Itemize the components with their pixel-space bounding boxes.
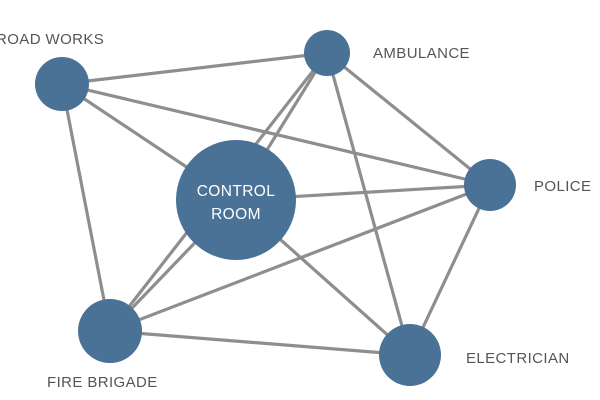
node-police xyxy=(464,159,516,211)
label-control-room-line-2: ROOM xyxy=(211,206,261,223)
label-ambulance: AMBULANCE xyxy=(373,45,470,62)
label-police: POLICE xyxy=(534,178,591,195)
edge-ambulance-electrician xyxy=(325,51,412,357)
node-electrician xyxy=(379,324,441,386)
node-control-room xyxy=(176,140,296,260)
edge-road-works-ambulance xyxy=(60,51,329,86)
label-road-works: ROAD WORKS xyxy=(0,31,104,48)
edge-police-electrician xyxy=(408,183,492,357)
node-road-works xyxy=(35,57,89,111)
nodes-layer xyxy=(35,30,516,386)
label-fire-brigade: FIRE BRIGADE xyxy=(47,374,158,391)
edge-fire-brigade-electrician xyxy=(108,329,412,357)
node-fire-brigade xyxy=(78,299,142,363)
label-electrician: ELECTRICIAN xyxy=(466,350,570,367)
labels-layer: ROAD WORKS AMBULANCE POLICE ELECTRICIAN … xyxy=(0,31,591,391)
node-ambulance xyxy=(304,30,350,76)
edge-ambulance-police xyxy=(325,51,492,187)
label-control-room-line-1: CONTROL xyxy=(197,183,276,200)
edge-road-works-fire-brigade xyxy=(60,82,112,333)
